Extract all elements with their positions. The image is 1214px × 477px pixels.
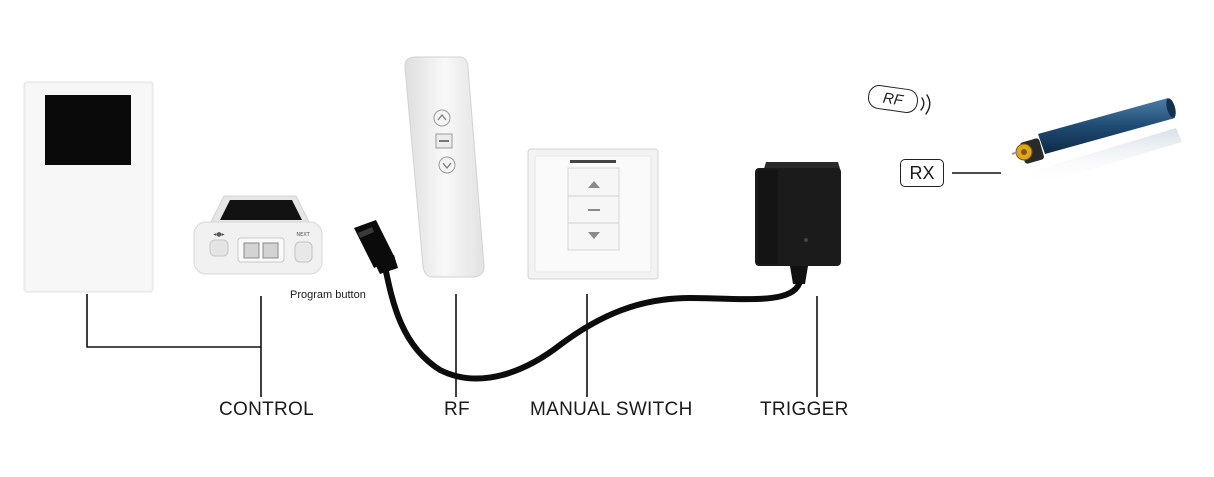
control-label: CONTROL <box>219 399 314 420</box>
svg-text:NEXT: NEXT <box>296 232 310 238</box>
switch-down-arrow <box>588 232 600 239</box>
switch-up-arrow <box>588 181 600 188</box>
program-button-graphic <box>294 241 313 263</box>
tubular-motor <box>1011 98 1182 186</box>
rf-label: RF <box>444 399 470 420</box>
control-box-device: ◂●▸ NEXT <box>193 195 323 275</box>
phone-jack-1 <box>243 242 260 259</box>
program-button-label: Program button <box>290 289 366 301</box>
leader-lines <box>86 172 1001 397</box>
control-panel-leader <box>86 294 261 348</box>
manual-switch-device <box>527 148 659 280</box>
rf-remote-device <box>404 56 485 278</box>
rf-signal-icon <box>920 94 931 115</box>
remote-down-button <box>438 156 456 174</box>
phone-jack-2 <box>262 242 279 259</box>
remote-up-button <box>433 109 451 127</box>
power-cable <box>354 220 802 382</box>
rx-tag: RX <box>900 159 944 187</box>
trigger-device <box>755 162 841 284</box>
manual-switch-label: MANUAL SWITCH <box>530 399 693 420</box>
control-panel-device <box>23 81 154 293</box>
trigger-label: TRIGGER <box>760 399 849 420</box>
control-panel-screen <box>45 95 131 165</box>
svg-text:◂●▸: ◂●▸ <box>213 231 224 238</box>
switch-stop-bar <box>588 209 600 211</box>
power-plug <box>354 220 398 274</box>
